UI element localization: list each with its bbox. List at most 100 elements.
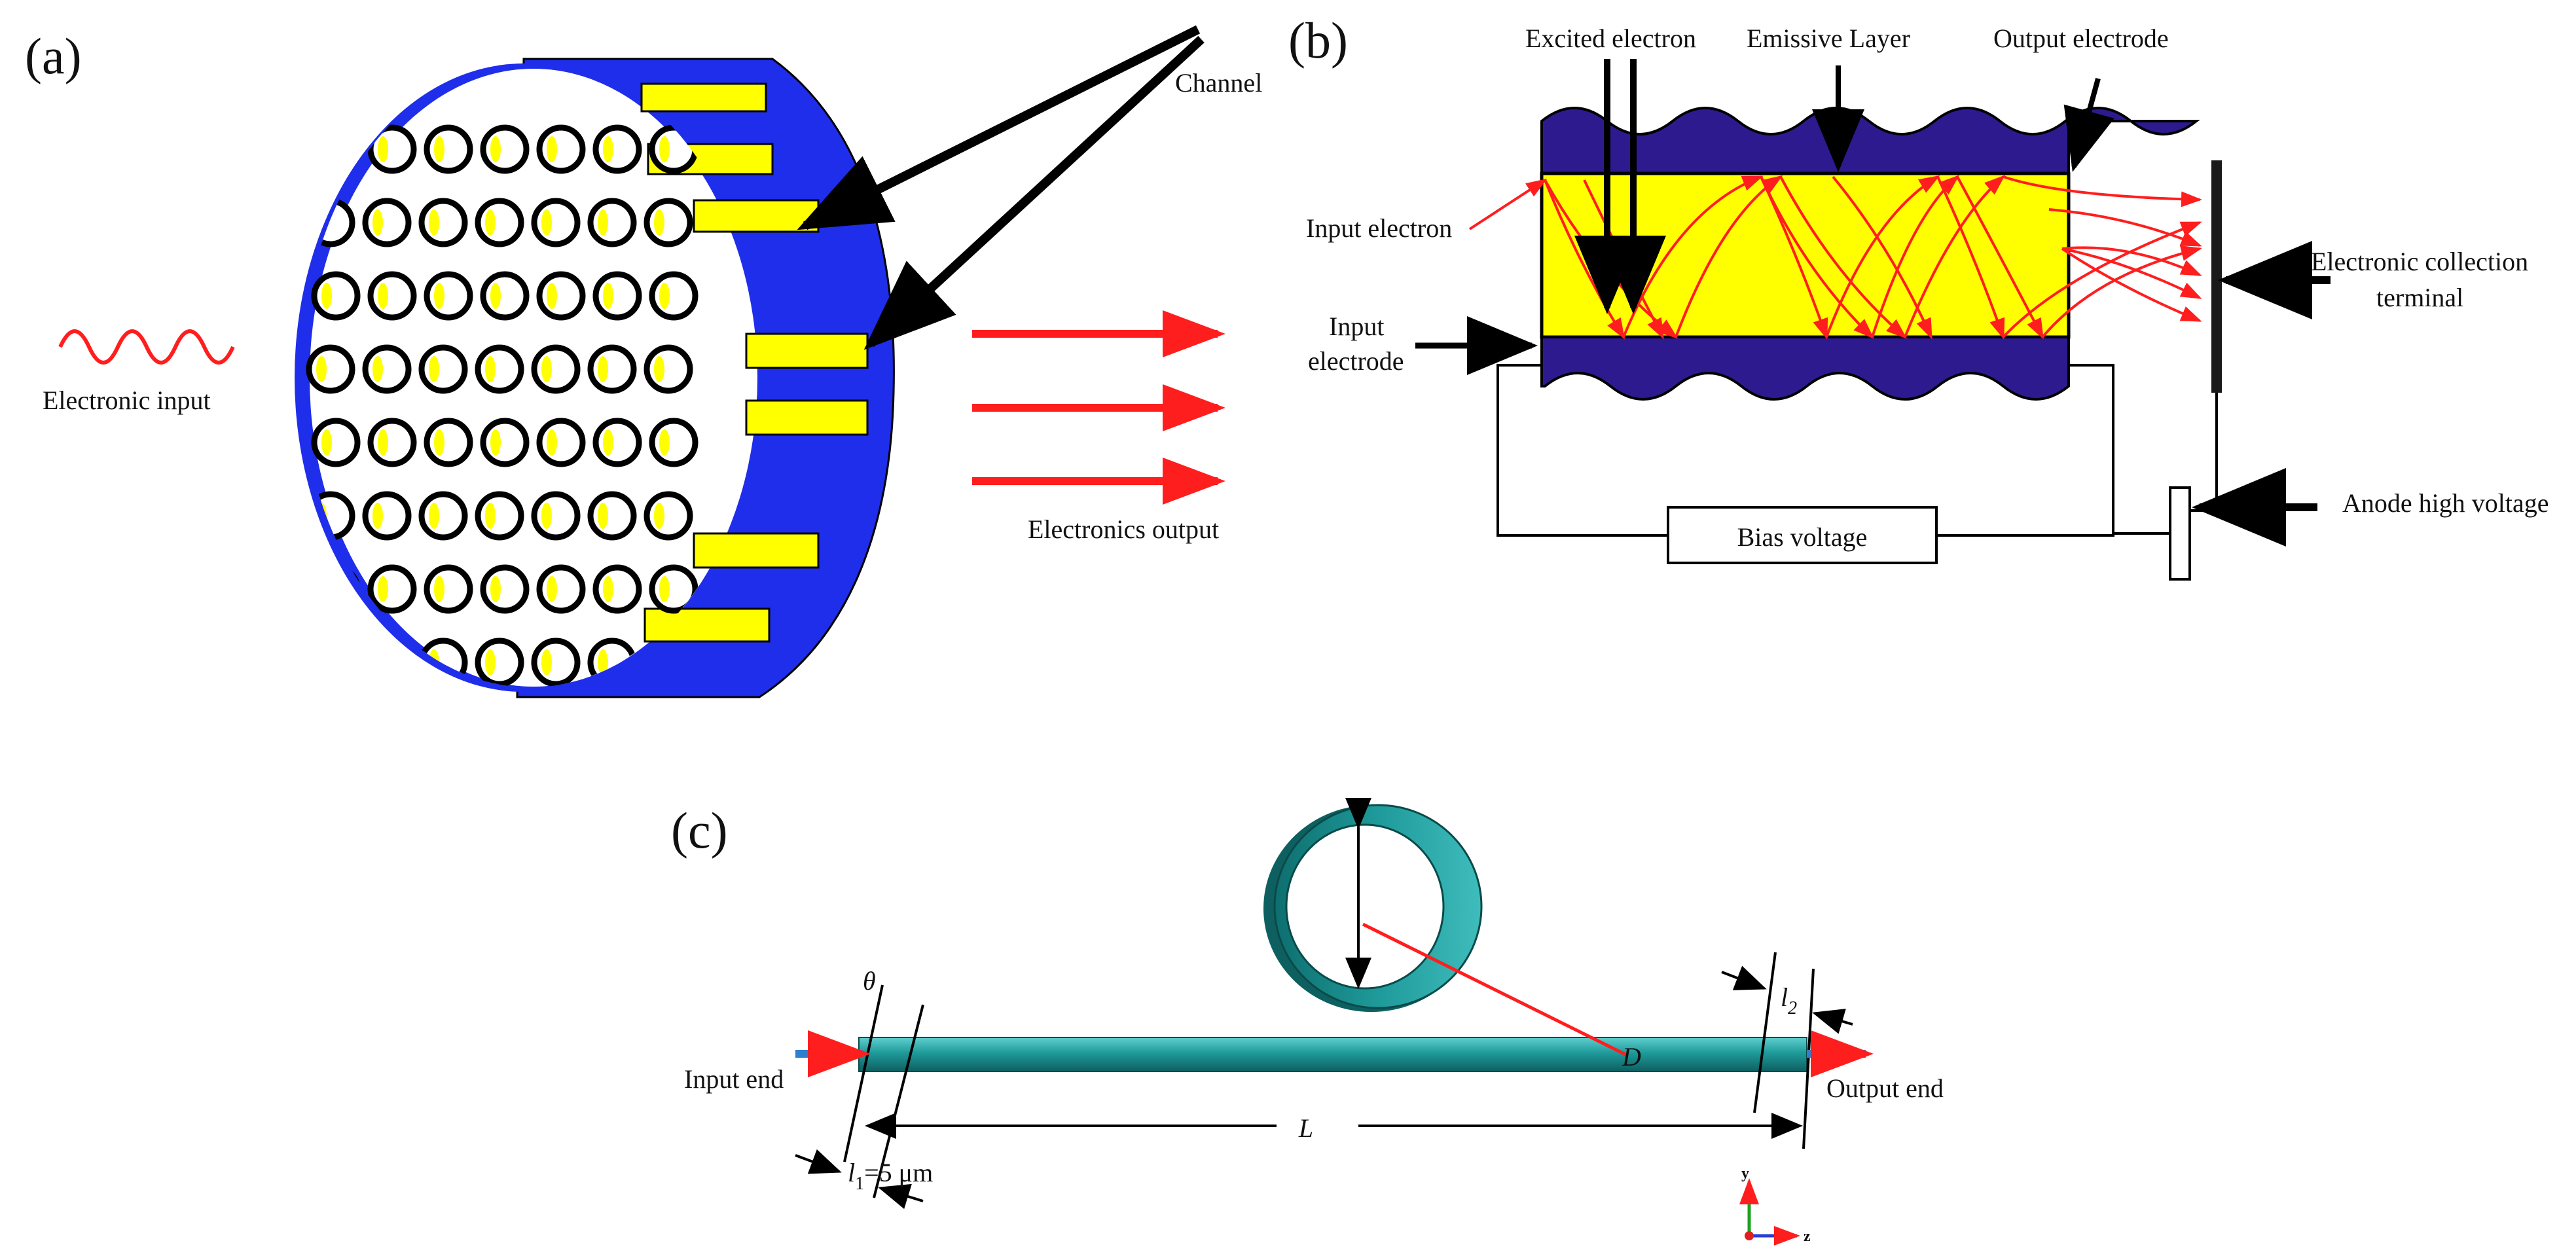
l2-label: l2	[1781, 982, 1797, 1018]
input-electrode-label-1: Input	[1329, 312, 1384, 341]
channel-hole	[306, 198, 355, 247]
channel-hole-wall	[490, 429, 501, 456]
channel-hole	[536, 418, 586, 467]
channel-hole	[306, 638, 355, 687]
output-electrode-arrow	[2063, 77, 2114, 172]
l2-arrow-right	[1812, 1009, 1853, 1034]
channel-hole-wall	[541, 356, 552, 382]
channel-pointer-1	[797, 25, 1201, 230]
channel-hole	[592, 124, 642, 174]
channel-hole	[483, 714, 526, 757]
channel-hole	[418, 198, 468, 247]
channel-pointer-2	[863, 35, 1205, 350]
output-end-plane-2	[1802, 968, 1815, 1149]
input-end-label: Input end	[684, 1064, 784, 1094]
channel-hole-wall	[547, 723, 557, 749]
channel-hole-wall	[490, 576, 501, 602]
channel-hole-wall	[485, 503, 496, 529]
bias-voltage-label: Bias voltage	[1737, 522, 1868, 552]
channel-hole	[644, 344, 693, 394]
channel-hole-wall	[603, 283, 613, 309]
channel-hole	[314, 714, 357, 757]
channel-hole	[306, 344, 355, 394]
channel-hole	[475, 344, 524, 394]
channel-hole	[480, 124, 530, 174]
l2-main: l	[1781, 982, 1788, 1012]
input-electrode-label-2: electrode	[1308, 346, 1404, 376]
channel-hole-wall	[598, 503, 608, 529]
channel-hole-wall	[321, 723, 332, 749]
channel-hole-wall	[659, 723, 670, 749]
channel-hole	[531, 198, 581, 247]
channel-hole-wall	[541, 649, 552, 675]
channel-hole	[536, 271, 586, 321]
channel-hole-wall	[598, 356, 608, 382]
channel-hole	[649, 271, 698, 321]
channel-hole-wall	[321, 283, 332, 309]
channel-hole-wall	[372, 356, 383, 382]
channel-hole	[536, 124, 586, 174]
channel-hole-wall	[434, 576, 444, 602]
channel-hole-wall	[316, 649, 327, 675]
channel-hole	[367, 418, 417, 467]
channel-hole-wall	[316, 356, 327, 382]
L-label: L	[1298, 1113, 1313, 1143]
channel-hole-wall	[434, 283, 444, 309]
electronic-input-label: Electronic input	[43, 386, 211, 415]
channel-hole-wall	[485, 209, 496, 236]
channel-hole-wall	[603, 723, 613, 749]
channel-hole-wall	[659, 429, 670, 456]
channel-hole-wall	[372, 649, 383, 675]
l2-arrow-left	[1721, 965, 1767, 990]
channel-hole-wall	[659, 576, 670, 602]
channel-hole-wall	[485, 649, 496, 675]
channel-hole	[592, 418, 642, 467]
channel-hole	[418, 491, 468, 541]
input-end-plane-2	[873, 1004, 924, 1198]
channel-hole	[587, 344, 637, 394]
channel-hole-wall	[547, 136, 557, 162]
axis-y-label: y	[1741, 1165, 1749, 1182]
l1-sub: 1	[855, 1174, 864, 1194]
channel-hole	[475, 491, 524, 541]
channel-hole	[418, 344, 468, 394]
channel-hole	[652, 714, 695, 757]
channel-hole-wall	[429, 356, 439, 382]
channel-hole-wall	[378, 429, 388, 456]
channel-hole	[480, 418, 530, 467]
channel-hole-wall	[603, 429, 613, 456]
channel-hole	[592, 564, 642, 614]
channel-hole	[362, 198, 412, 247]
channel-hole	[644, 491, 693, 541]
panel-a: (a) Channel Electronic input	[25, 25, 1262, 757]
channel-hole-wall	[654, 503, 664, 529]
channel-hole-wall	[485, 356, 496, 382]
channel-hole-wall	[541, 503, 552, 529]
panel-b-label: (b)	[1288, 12, 1348, 69]
channel-hole	[536, 564, 586, 614]
channel-hole-wall	[547, 429, 557, 456]
anode-label: Anode high voltage	[2342, 488, 2549, 518]
channel-holes	[306, 124, 698, 757]
collection-label-2: terminal	[2376, 283, 2463, 312]
channel-hole	[480, 271, 530, 321]
anode-source	[2169, 486, 2191, 581]
channel-hole	[427, 714, 470, 757]
channel-hole-wall	[659, 136, 670, 162]
input-electrode-layer	[1540, 336, 2070, 401]
channel-hole-wall	[654, 209, 664, 236]
D-label: D	[1622, 1042, 1641, 1071]
panel-c: (c) D θ l2 Input end Output end L	[671, 798, 1944, 1246]
channel-hole-wall	[434, 136, 444, 162]
channel-hole-wall	[378, 283, 388, 309]
channel-hole	[531, 491, 581, 541]
collection-terminal	[2211, 160, 2222, 393]
channel-hole	[475, 198, 524, 247]
channel-tube	[858, 1037, 1807, 1072]
channel-hole	[367, 124, 417, 174]
channel-hole	[311, 124, 361, 174]
l1-label: l1=5 μm	[848, 1158, 933, 1194]
channel-hole	[371, 714, 414, 757]
channel-hole-wall	[490, 136, 501, 162]
